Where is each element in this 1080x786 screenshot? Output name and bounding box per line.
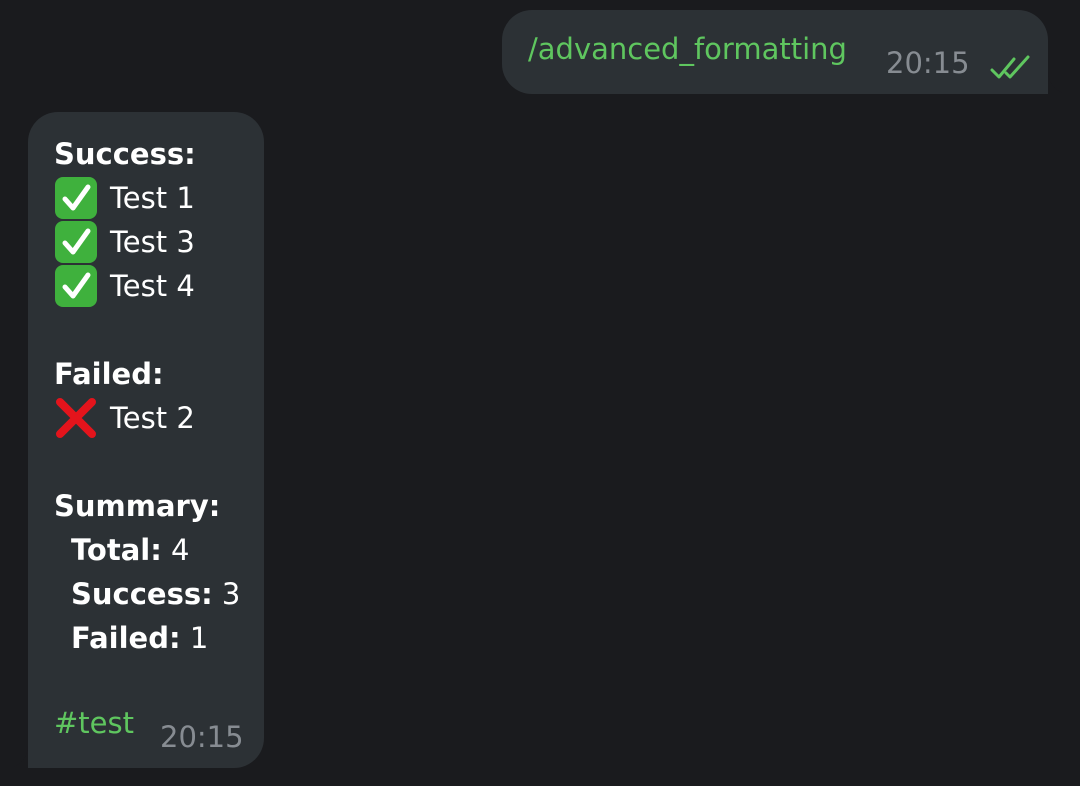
success-header: Success: bbox=[54, 137, 196, 171]
bubble-tail bbox=[14, 746, 34, 768]
success-item-label: Test 1 bbox=[110, 181, 195, 215]
summary-failed: Failed: 1 bbox=[54, 616, 260, 660]
success-item: Test 1 bbox=[54, 176, 260, 220]
summary-total-label: Total: bbox=[71, 533, 162, 567]
white-check-mark-icon bbox=[55, 265, 97, 307]
success-item-label: Test 4 bbox=[110, 269, 195, 303]
cross-mark-icon bbox=[56, 398, 96, 438]
success-item: Test 4 bbox=[54, 264, 260, 308]
message-text: Success: Test 1 Test 3 Test 4 Failed: bbox=[54, 132, 260, 660]
white-check-mark-icon bbox=[55, 177, 97, 219]
bubble-tail bbox=[1042, 72, 1062, 94]
summary-success-value: 3 bbox=[221, 577, 241, 611]
success-item-label: Test 3 bbox=[110, 225, 195, 259]
blank-line bbox=[54, 308, 260, 352]
summary-success: Success: 3 bbox=[54, 572, 260, 616]
message-time: 20:15 bbox=[160, 720, 244, 754]
hashtag-link[interactable]: #test bbox=[54, 706, 134, 740]
failed-header: Failed: bbox=[54, 357, 164, 391]
success-item: Test 3 bbox=[54, 220, 260, 264]
white-check-mark-icon bbox=[55, 221, 97, 263]
summary-failed-label: Failed: bbox=[71, 621, 181, 655]
summary-failed-value: 1 bbox=[189, 621, 209, 655]
blank-line bbox=[54, 440, 260, 484]
message-time: 20:15 bbox=[886, 46, 970, 80]
bot-command-link[interactable]: /advanced_formatting bbox=[528, 32, 847, 66]
summary-header: Summary: bbox=[54, 489, 221, 523]
summary-total-value: 4 bbox=[171, 533, 190, 567]
failed-item: Test 2 bbox=[54, 396, 260, 440]
failed-item-label: Test 2 bbox=[110, 401, 195, 435]
incoming-message-bubble[interactable]: Success: Test 1 Test 3 Test 4 Failed: bbox=[14, 112, 264, 768]
summary-success-label: Success: bbox=[71, 577, 213, 611]
double-check-icon bbox=[990, 55, 1030, 79]
summary-total: Total: 4 bbox=[54, 528, 260, 572]
outgoing-message-bubble[interactable]: /advanced_formatting 20:15 bbox=[502, 10, 1062, 94]
